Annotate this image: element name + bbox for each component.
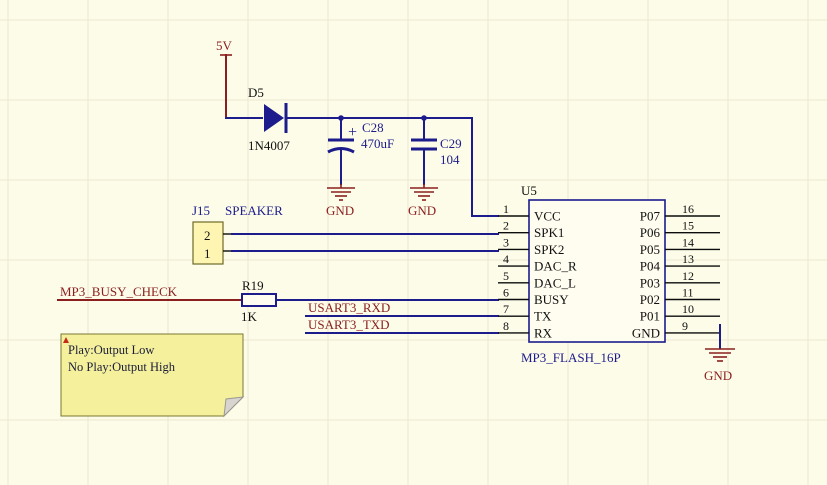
pin-number: 9	[682, 319, 688, 333]
diode-designator: D5	[248, 85, 264, 100]
gnd-symbol-u5[interactable]: GND	[704, 348, 735, 383]
connector-j15[interactable]: J15 SPEAKER 2 1	[192, 203, 283, 265]
pin-name: P06	[640, 225, 661, 240]
diode-value: 1N4007	[248, 138, 290, 153]
module-body	[528, 199, 666, 343]
pin-name: DAC_R	[534, 259, 577, 274]
c29-value: 104	[440, 152, 460, 167]
pin-name: RX	[534, 325, 553, 340]
pin-name: P04	[640, 259, 661, 274]
connector-body	[192, 221, 224, 265]
pin-number: 7	[503, 302, 509, 316]
resistor-designator: R19	[242, 278, 264, 293]
pin-number: 13	[682, 252, 694, 266]
c28-value: 470uF	[361, 136, 394, 151]
diode-triangle	[264, 104, 284, 132]
connector-designator: J15	[192, 203, 210, 218]
vcc-5v-port[interactable]: 5V	[216, 38, 233, 119]
pin-number: 14	[682, 235, 694, 249]
resistor-r19[interactable]: R19 1K	[241, 278, 277, 324]
sticky-note[interactable]: Play:Output Low No Play:Output High	[60, 333, 245, 418]
gnd-label: GND	[408, 203, 436, 218]
vcc-label: 5V	[216, 38, 233, 53]
gnd-symbol-c28[interactable]: GND	[326, 184, 355, 218]
connector-pin-2: 2	[204, 228, 211, 243]
pin-name: P05	[640, 242, 660, 257]
pin-number: 15	[682, 219, 694, 233]
warning-icon	[63, 337, 69, 343]
capacitor-c28[interactable]: + C28 470uF	[327, 115, 394, 185]
pin-name: DAC_L	[534, 275, 576, 290]
diode-d5[interactable]: D5 1N4007	[248, 85, 290, 153]
gnd-symbol-c29[interactable]: GND	[408, 184, 438, 218]
pin-number: 6	[503, 286, 509, 300]
c29-designator: C29	[440, 136, 462, 151]
module-designator: U5	[521, 183, 537, 198]
pin-name: P01	[640, 309, 660, 324]
pin-number: 11	[682, 286, 694, 300]
note-line-1: Play:Output Low	[68, 343, 154, 357]
gnd-label: GND	[704, 368, 732, 383]
c28-plate-bottom	[327, 147, 355, 154]
pin-number: 8	[503, 319, 509, 333]
pin-number: 16	[682, 202, 694, 216]
pin-number: 2	[503, 219, 509, 233]
net-label-rxd[interactable]: USART3_RXD	[308, 300, 390, 315]
pin-number: 3	[503, 235, 509, 249]
pin-name: SPK2	[534, 242, 564, 257]
resistor-value: 1K	[241, 309, 258, 324]
pin-name: SPK1	[534, 225, 564, 240]
gnd-label: GND	[326, 203, 354, 218]
pin-number: 12	[682, 269, 694, 283]
pin-name: TX	[534, 309, 552, 324]
connector-pin-1: 1	[204, 246, 211, 261]
pin-name: P03	[640, 275, 660, 290]
pin-name: VCC	[534, 209, 561, 224]
note-line-2: No Play:Output High	[68, 360, 176, 374]
note-folded-corner	[223, 396, 245, 418]
connector-name: SPEAKER	[225, 203, 283, 218]
pin-name: P02	[640, 292, 660, 307]
net-label-busy[interactable]: MP3_BUSY_CHECK	[60, 284, 178, 299]
pin-number: 10	[682, 302, 694, 316]
pin-name: P07	[640, 209, 661, 224]
pin-name: GND	[632, 325, 660, 340]
module-part-name: MP3_FLASH_16P	[521, 350, 621, 365]
capacitor-c29[interactable]: C29 104	[411, 115, 462, 185]
pin-number: 5	[503, 269, 509, 283]
pin-number: 1	[503, 202, 509, 216]
resistor-body	[241, 293, 277, 307]
pin-number: 4	[503, 252, 509, 266]
c28-designator: C28	[362, 120, 384, 135]
pin-name: BUSY	[534, 292, 569, 307]
net-label-txd[interactable]: USART3_TXD	[308, 317, 390, 332]
c28-polarity: +	[348, 124, 357, 141]
wire-vcc-net	[285, 117, 499, 217]
